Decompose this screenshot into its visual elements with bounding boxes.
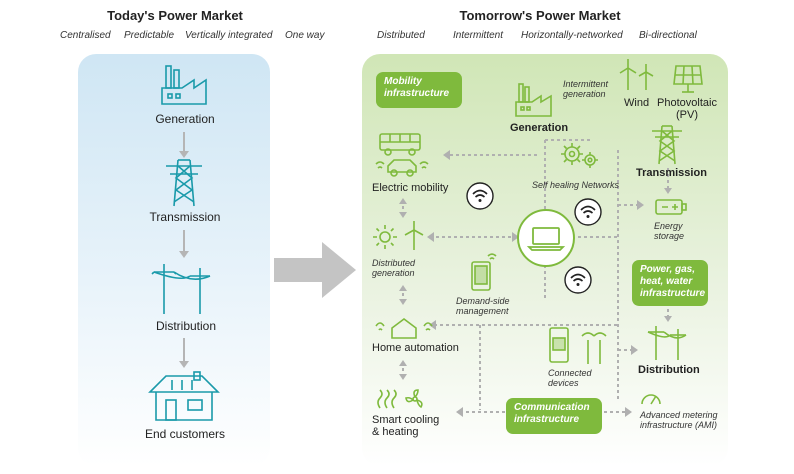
heating-icon: [377, 389, 397, 409]
wind-turbine-icon: [404, 221, 424, 250]
today-attr-oneway: One way: [285, 30, 325, 41]
arrow-down-icon: [179, 132, 189, 158]
tomorrow-attr-distributed: Distributed: [377, 30, 425, 41]
wind-label: Wind: [624, 97, 650, 109]
connected-devices-icon: [549, 327, 607, 364]
wifi-icon: [574, 198, 602, 226]
today-attr-predictable: Predictable: [124, 30, 175, 41]
connected-devices-label: Connected devices: [548, 368, 592, 388]
wifi-icon: [466, 182, 494, 210]
mobility-infrastructure-box: Mobility infrastructure: [376, 72, 462, 108]
electric-mobility-label: Electric mobility: [372, 182, 449, 194]
wifi-icon: [564, 266, 592, 294]
today-attr-vertical: Vertically integrated: [185, 30, 273, 41]
laptop-hub-icon: [517, 209, 575, 267]
energy-storage-label: Energy storage: [654, 221, 685, 241]
arrow-down-icon: [179, 338, 189, 368]
bus-icon: [379, 133, 421, 156]
today-end-customers-label: End customers: [144, 427, 226, 441]
house-icon: [148, 371, 220, 421]
today-transmission-label: Transmission: [149, 210, 221, 224]
transmission-label: Transmission: [636, 167, 707, 179]
tomorrow-attr-intermittent: Intermittent: [453, 30, 504, 41]
fan-icon: [405, 389, 423, 409]
communication-infrastructure-box: Communication infrastructure: [506, 398, 602, 434]
today-title: Today's Power Market: [107, 8, 243, 23]
intermittent-generation-label: Intermittent generation: [563, 79, 609, 99]
distributed-generation-label: Distributed generation: [372, 258, 416, 278]
sun-icon: [373, 225, 397, 249]
pv-label: Photovoltaic (PV): [657, 97, 717, 121]
gears-icon: [561, 143, 598, 168]
generation-label: Generation: [510, 122, 569, 134]
meter-icon: [641, 394, 661, 405]
smart-home-icon: [375, 318, 433, 339]
transition-arrow-icon: [274, 242, 356, 298]
battery-icon: [655, 199, 687, 215]
distribution-pole-icon: [647, 326, 687, 360]
factory-icon: [161, 65, 207, 105]
smart-cooling-label: Smart cooling & heating: [372, 414, 440, 438]
ami-label: Advanced metering infrastructure (AMI): [640, 410, 718, 430]
tomorrow-attr-horizontal: Horizontally-networked: [521, 30, 623, 41]
demand-side-label: Demand-side management: [456, 296, 510, 316]
tomorrow-title: Tomorrow's Power Market: [459, 8, 621, 23]
utilities-infrastructure-box: Power, gas, heat, water infrastructure: [632, 260, 708, 306]
today-distribution-label: Distribution: [155, 319, 217, 333]
tomorrow-attr-bidirectional: Bi-directional: [639, 30, 697, 41]
today-attr-centralised: Centralised: [60, 30, 111, 41]
solar-panel-icon: [673, 65, 703, 93]
pylon-icon: [166, 159, 202, 207]
self-healing-label: Self healing Networks: [532, 180, 620, 190]
arrow-down-icon: [179, 230, 189, 258]
distribution-pole-icon: [151, 264, 211, 314]
car-icon: [375, 159, 429, 177]
pylon-icon: [652, 125, 682, 165]
phone-icon: [471, 253, 497, 291]
distribution-label: Distribution: [638, 364, 700, 376]
today-panel: [78, 54, 270, 466]
factory-icon: [515, 83, 552, 117]
wind-turbines-icon: [619, 59, 654, 90]
home-automation-label: Home automation: [372, 342, 459, 354]
today-generation-label: Generation: [155, 112, 215, 126]
